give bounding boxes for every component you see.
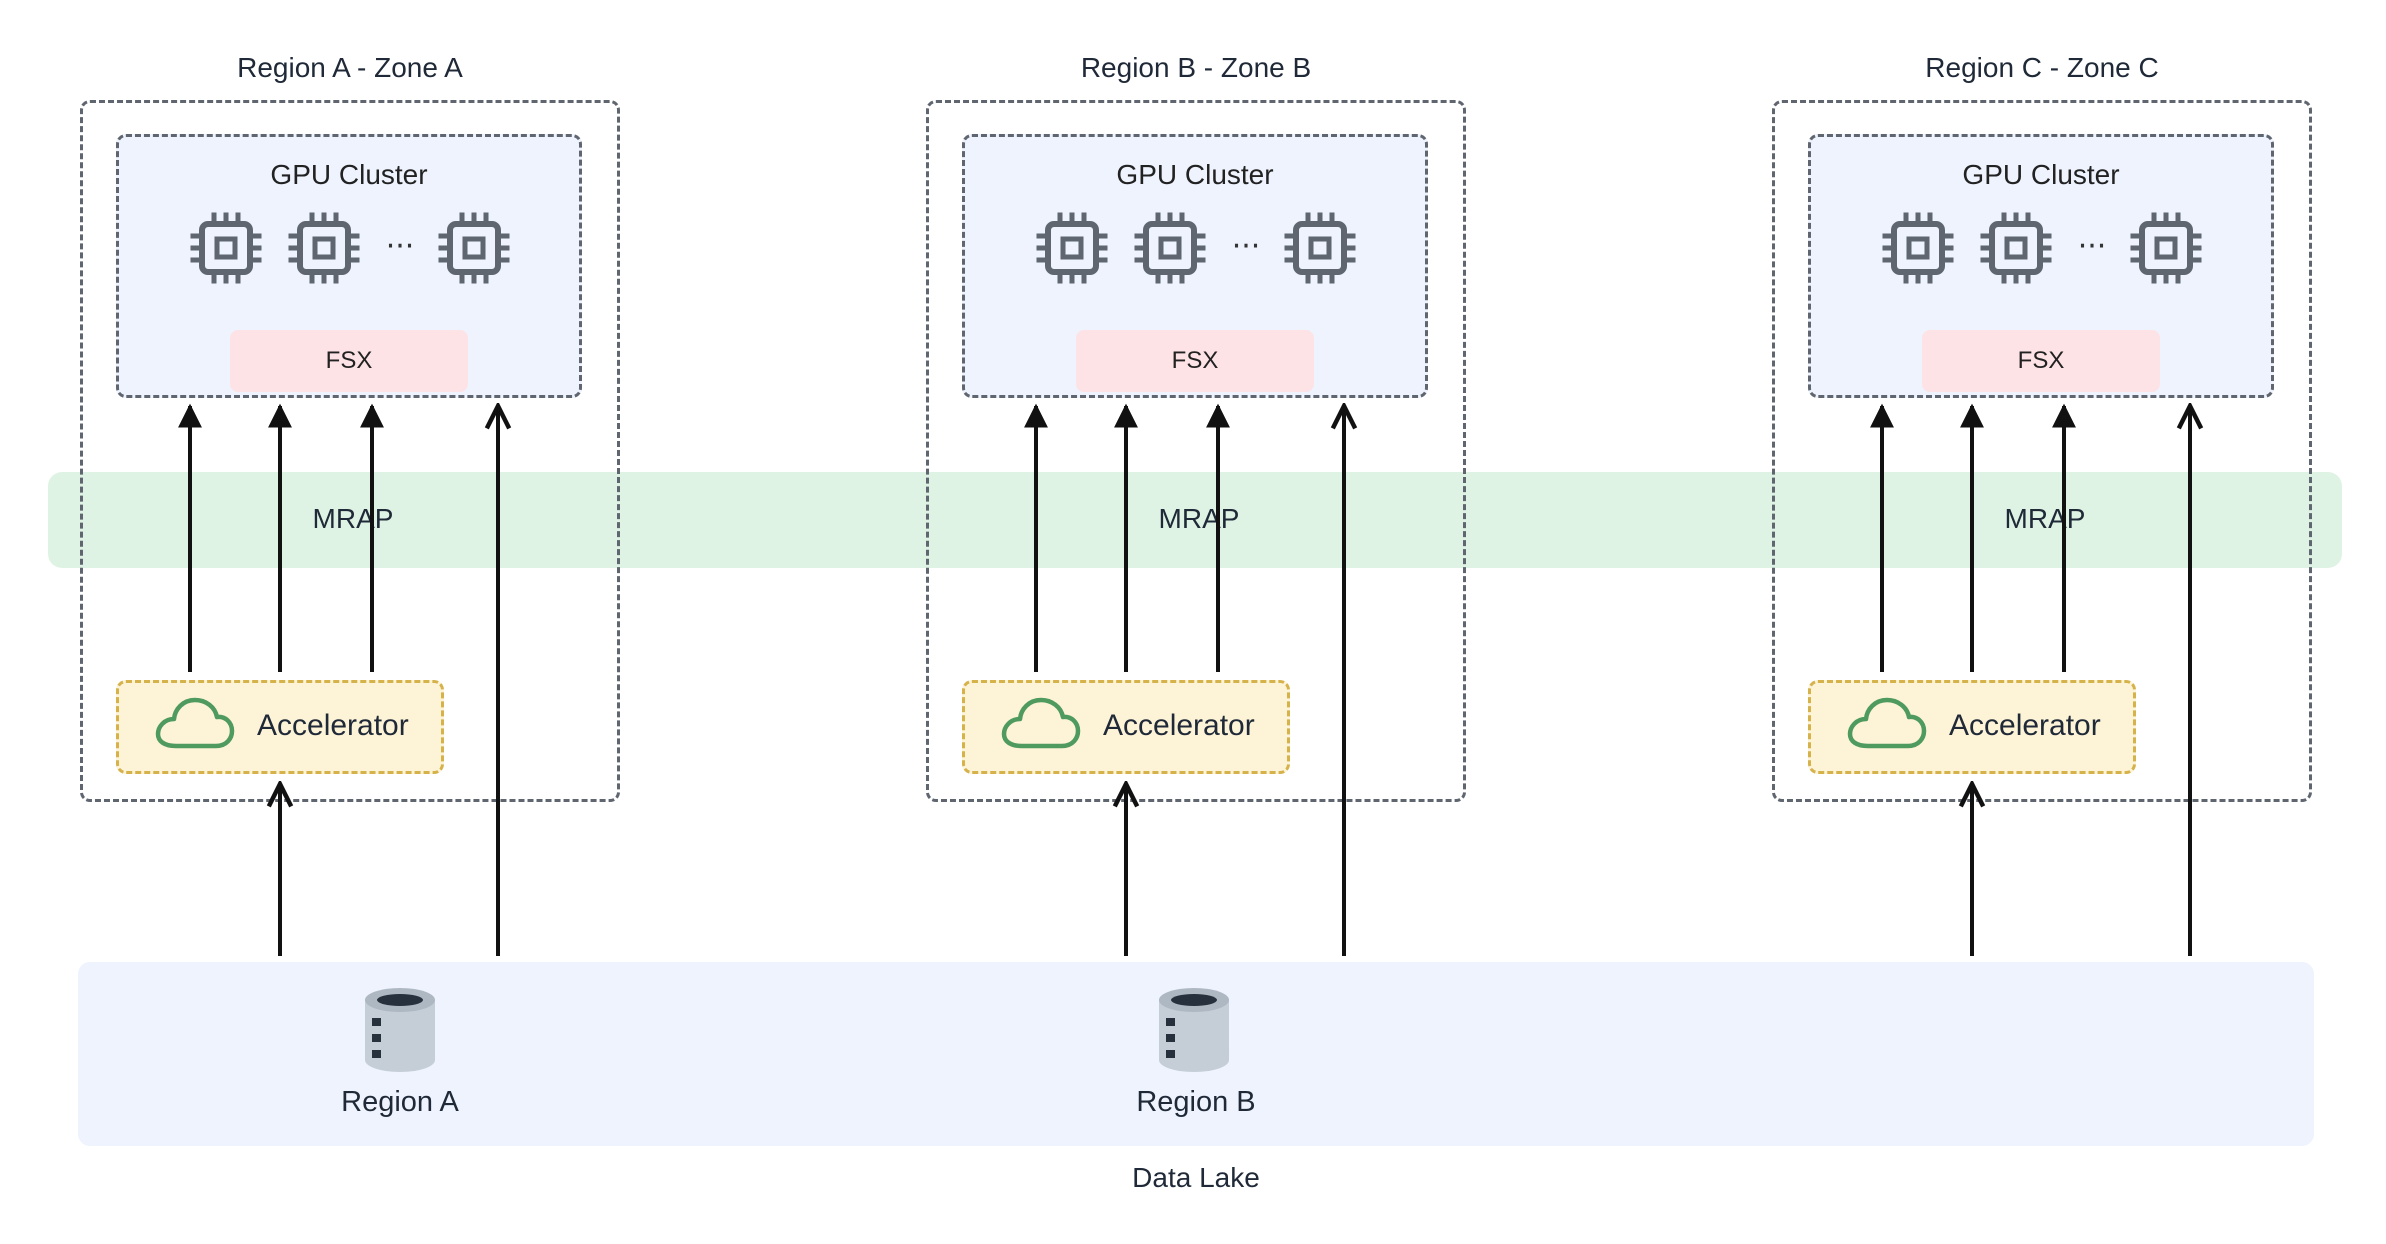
chip-icon bbox=[1885, 215, 1951, 281]
accelerator-c: Accelerator bbox=[1808, 680, 2136, 774]
accelerator-b-label: Accelerator bbox=[1103, 709, 1255, 742]
cloud-icon bbox=[1004, 700, 1078, 746]
fsx-c: FSX bbox=[1922, 330, 2160, 392]
chip-icon bbox=[1983, 215, 2049, 281]
database-icon bbox=[1159, 988, 1229, 1072]
database-icon bbox=[365, 988, 435, 1072]
zone-c-title: Region C - Zone C bbox=[1925, 52, 2159, 83]
zone-a bbox=[80, 100, 620, 802]
mrap-label-a: MRAP bbox=[312, 503, 394, 534]
data-lake-region-a-label: Region A bbox=[341, 1086, 459, 1118]
accelerator-c-label: Accelerator bbox=[1949, 709, 2101, 742]
fsx-a: FSX bbox=[230, 330, 468, 392]
data-lake-label: Data Lake bbox=[1132, 1162, 1260, 1193]
gpu-cluster-b-title: GPU Cluster bbox=[1116, 159, 1274, 190]
zone-b-title: Region B - Zone B bbox=[1080, 52, 1312, 83]
chip-ellipsis: ··· bbox=[386, 229, 415, 264]
chip-ellipsis: ··· bbox=[2078, 229, 2107, 264]
gpu-cluster-c-title: GPU Cluster bbox=[1962, 159, 2120, 190]
zone-b bbox=[926, 100, 1466, 802]
zone-a-title: Region A - Zone A bbox=[237, 52, 463, 83]
accelerator-a-label: Accelerator bbox=[257, 709, 409, 742]
zone-c bbox=[1772, 100, 2312, 802]
cloud-icon bbox=[158, 700, 232, 746]
chip-icon bbox=[2133, 215, 2199, 281]
accelerator-b: Accelerator bbox=[962, 680, 1290, 774]
chip-icon bbox=[441, 215, 507, 281]
data-lake-region-b-label: Region B bbox=[1136, 1086, 1256, 1118]
cloud-icon bbox=[1850, 700, 1924, 746]
chip-icon bbox=[291, 215, 357, 281]
mrap-label-b: MRAP bbox=[1158, 503, 1240, 534]
mrap-band bbox=[48, 472, 2342, 568]
chip-icon bbox=[1137, 215, 1203, 281]
mrap-label-c: MRAP bbox=[2004, 503, 2086, 534]
fsx-b: FSX bbox=[1076, 330, 1314, 392]
chip-ellipsis: ··· bbox=[1232, 229, 1261, 264]
chip-icon bbox=[193, 215, 259, 281]
chip-icon bbox=[1287, 215, 1353, 281]
accelerator-a: Accelerator bbox=[116, 680, 444, 774]
chip-icon bbox=[1039, 215, 1105, 281]
gpu-cluster-a-title: GPU Cluster bbox=[270, 159, 428, 190]
